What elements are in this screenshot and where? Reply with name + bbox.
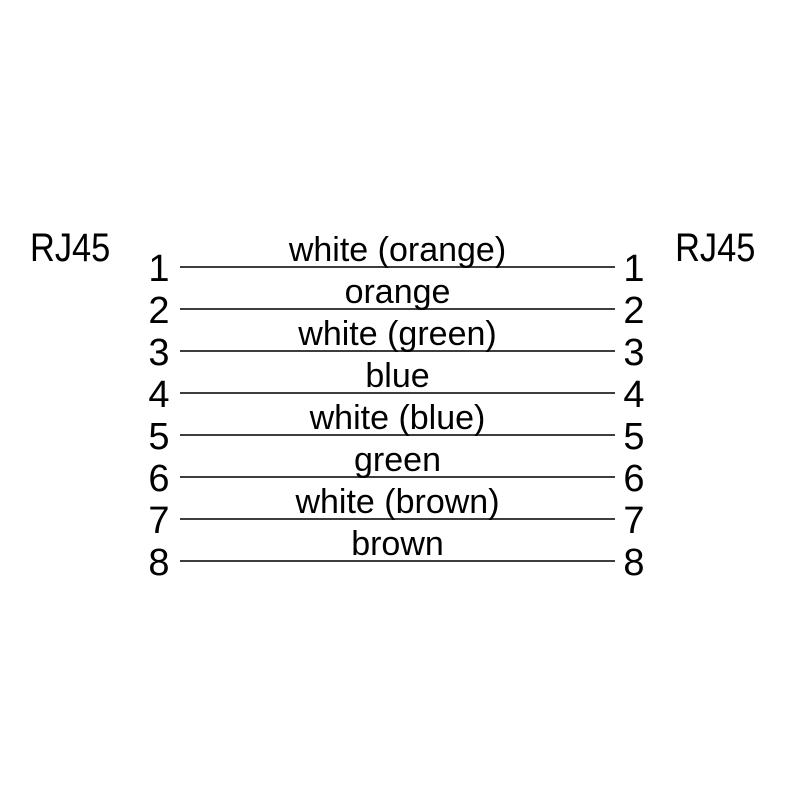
wire-color-label: green: [354, 441, 441, 479]
left-pin-number: 6: [148, 458, 170, 500]
left-pin-number: 4: [148, 374, 170, 416]
wire-line: [180, 434, 615, 436]
left-connector-label: RJ45: [30, 226, 111, 270]
left-pin-number: 8: [148, 542, 170, 584]
wire-color-label: white (brown): [295, 483, 500, 521]
left-pin-number: 7: [148, 500, 170, 542]
wire-color-label: blue: [365, 357, 430, 395]
wire-line: [180, 392, 615, 394]
wire-line: [180, 266, 615, 268]
right-pin-number: 2: [623, 290, 645, 332]
right-pin-number: 7: [623, 500, 645, 542]
right-pin-number: 8: [623, 542, 645, 584]
left-pin-number: 2: [148, 290, 170, 332]
right-pin-number: 6: [623, 458, 645, 500]
right-pin-number: 5: [623, 416, 645, 458]
wire-line: [180, 560, 615, 562]
left-pin-number: 1: [148, 248, 170, 290]
right-connector-label: RJ45: [674, 226, 755, 270]
right-pin-number: 3: [623, 332, 645, 374]
wire-color-label: white (green): [298, 315, 497, 353]
wire-color-label: white (orange): [288, 231, 507, 269]
left-pin-number: 5: [148, 416, 170, 458]
wire-line: [180, 308, 615, 310]
wire-color-label: brown: [351, 525, 444, 563]
wire-line: [180, 518, 615, 520]
wire-color-label: orange: [344, 273, 451, 311]
wire-line: [180, 350, 615, 352]
wire-line: [180, 476, 615, 478]
wire-color-label: white (blue): [309, 399, 486, 437]
right-pin-number: 4: [623, 374, 645, 416]
right-pin-number: 1: [623, 248, 645, 290]
left-pin-number: 3: [148, 332, 170, 374]
